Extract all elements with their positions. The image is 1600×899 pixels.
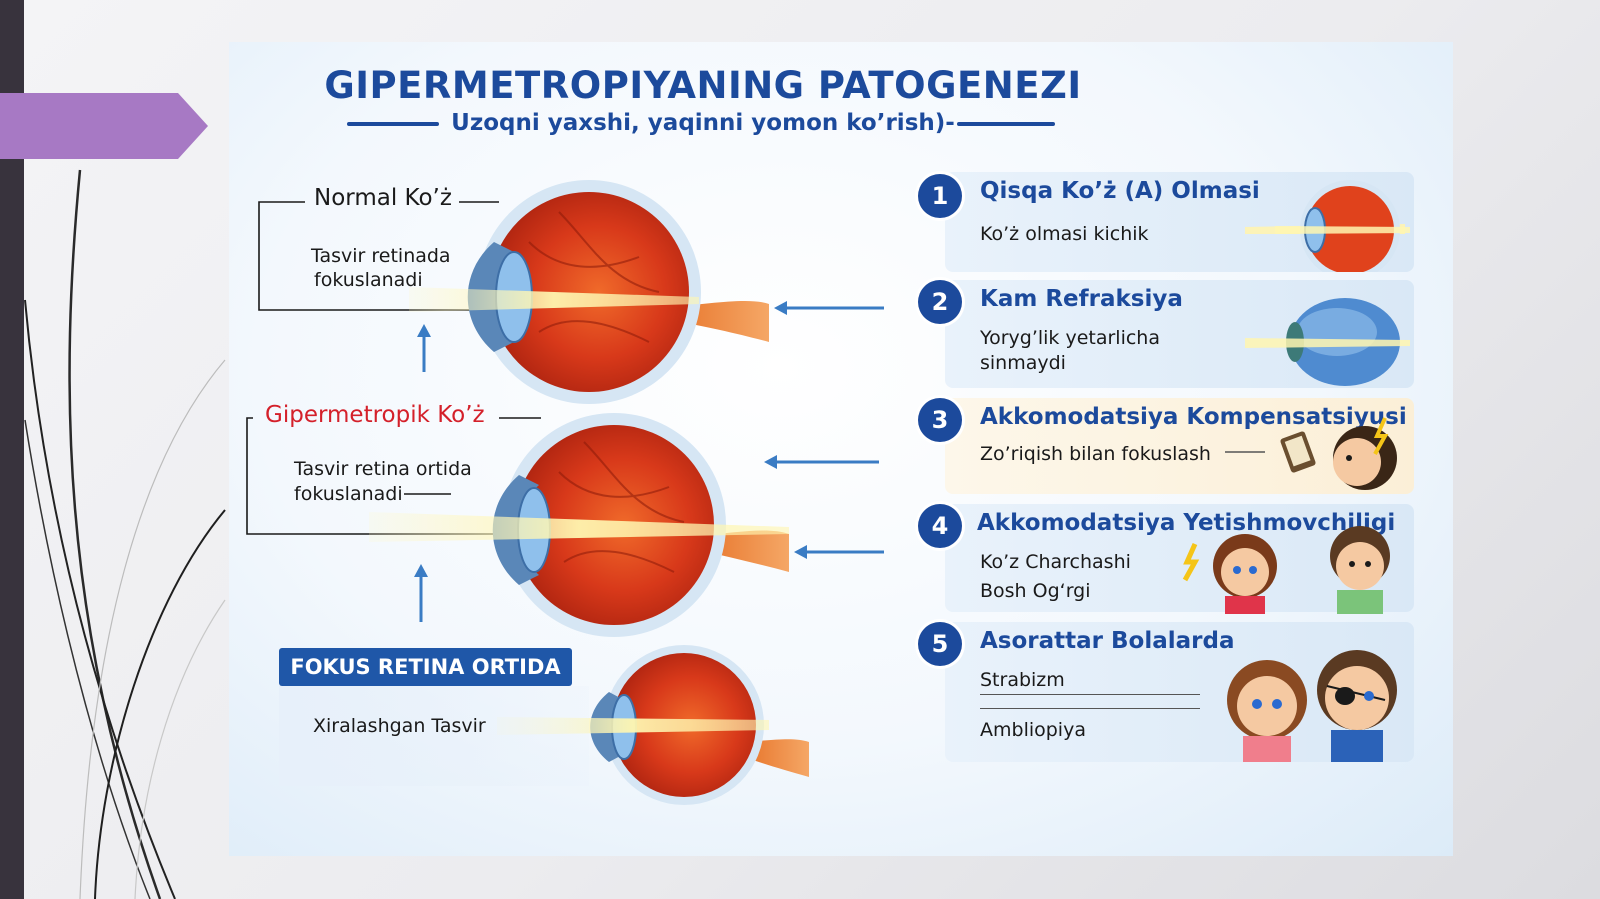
children-eyepatch-icon [1227,650,1397,762]
tired-children-icon [1182,526,1390,614]
eye-illustrations [246,180,884,805]
infographic-slide: GIPERMETROPIYANING PATOGENEZI Uzoqni yax… [229,42,1453,856]
card-number-badge: 2 [918,280,962,324]
card-low-refraction: 2 Kam Refraksiya Yoryg’lik yetarlicha si… [918,280,1414,388]
card-number-badge: 1 [918,174,962,218]
card-title: Akkomodatsiya Kompensatsiyusi [980,404,1407,430]
focus-badge: FOKUS RETINA ORTIDA [279,648,572,686]
normal-eye-icon [409,180,769,404]
short-eye-icon [1245,180,1410,272]
card-divider [980,694,1200,695]
slide-subtitle: Uzoqni yaxshi, yaqinni yomon ko’rish)- [451,110,955,136]
card-number-badge: 5 [918,622,962,666]
hyperopic-eye-icon [369,413,789,637]
subtitle-rule-right [957,122,1055,126]
card-complications-children: 5 Asorattar Bolalarda Strabizm Ambliopiy… [918,622,1414,762]
card-title: Qisqa Ko’ż (A) Olmasi [980,178,1260,204]
normal-eye-caption-line1: Tasvir retinada [311,245,451,267]
card-title: Akkomodatsiya Yetishmovchiligi [977,510,1396,536]
card-short-eyeball: 1 Qisqa Ko’ż (A) Olmasi Ko’ż olmasi kich… [918,172,1414,272]
card-line: Strabizm [980,669,1065,691]
card-title: Asorattar Bolalarda [980,628,1235,654]
card-line: Ko’z Charchashi [980,551,1131,573]
card-accommodation-deficiency: 4 Akkomodatsiya Yetishmovchiligi Ko’z Ch… [918,504,1414,614]
card-line: Yoryg’lik yetarlicha [980,327,1160,349]
card-line: Ambliopiya [980,719,1086,741]
card-number-badge: 3 [918,398,962,442]
hyperopic-eye-label: Gipermetropik Ko’ż [265,402,485,428]
card-line: Zo’riqish bilan fokuslash [980,443,1211,465]
card-number-badge: 4 [918,504,962,548]
blurred-image-caption: Xiralashgan Tasvir [313,715,486,737]
card-line: Ko’ż olmasi kichik [980,223,1149,245]
child-reading-icon [1225,417,1397,490]
hyperopic-eye-caption-line2: fokuslanadi [294,483,403,505]
subtitle-rule-left [347,122,439,126]
purple-pointer-flag [0,93,208,159]
card-divider [980,708,1200,709]
card-title: Kam Refraksiya [980,286,1183,312]
blurred-image-panel [279,686,589,786]
normal-eye-caption-line2: fokuslanadi [314,269,423,291]
hyperopic-eye-caption-line1: Tasvir retina ortida [294,458,472,480]
decorative-curves [24,169,226,899]
normal-eye-label: Normal Ko’ż [314,185,452,211]
slide-title: GIPERMETROPIYANING PATOGENEZI [324,64,1082,107]
card-line: Bosh Og‘rgi [980,580,1091,602]
blue-eye-icon [1245,298,1410,386]
card-accommodation-compensation: 3 Akkomodatsiya Kompensatsiyusi Zo’riqis… [918,398,1414,494]
card-line: sinmaydi [980,352,1066,374]
